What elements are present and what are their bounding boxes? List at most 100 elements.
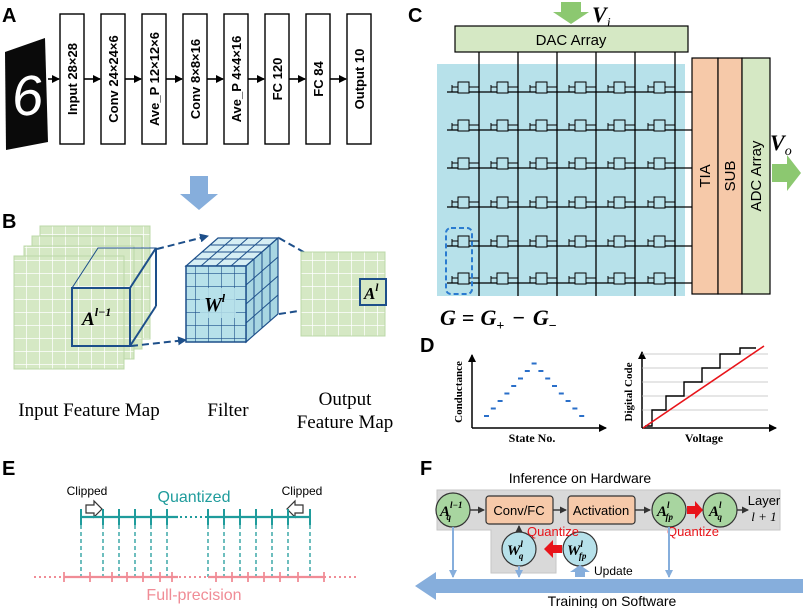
memristor-cell [647, 81, 675, 94]
conductance-equation: G=G+−G− [440, 305, 557, 334]
memristor-cell [529, 81, 557, 94]
memristor-cell [647, 235, 675, 248]
quantize-arrow-activation [687, 501, 703, 519]
memristor-cell [451, 157, 479, 170]
quantized-axis [80, 509, 311, 577]
layer-box-0 [59, 13, 85, 145]
layer-box-5 [264, 13, 290, 145]
filter-sup: l [222, 291, 226, 305]
memristor-cell [568, 235, 596, 248]
down-arrow-a-to-b [180, 176, 218, 210]
aq-output-sup: l [719, 500, 722, 510]
mnist-digit: 6 [8, 62, 46, 128]
input-feature-map-caption: Input Feature Map [18, 400, 159, 421]
differential-pair-highlight [445, 227, 473, 295]
panel-label-d: D [420, 335, 434, 357]
panel-label-c: C [408, 5, 422, 27]
output-sup: l [375, 282, 379, 294]
vo-sub: o [785, 144, 792, 159]
wfp-sup: l [580, 539, 583, 549]
layer-label-5: FC 120 [270, 58, 285, 101]
panel-label-f: F [420, 458, 432, 480]
panel-a: 6 Input 28×28 Conv 24×24×6 Ave_P 12×12×6 Co… [5, 13, 372, 150]
dashed-arrow-bottom [130, 336, 187, 347]
output-caption-line2: Feature Map [297, 412, 394, 433]
svg-text:Alq: Alq [708, 500, 723, 522]
voltage-axis-label: Voltage [685, 431, 724, 445]
vo-arrow [772, 155, 801, 191]
memristor-cell [607, 235, 635, 248]
output-feature-map: Al [300, 251, 387, 337]
adc-array-label: ADC Array [748, 140, 765, 211]
inference-label: Inference on Hardware [509, 470, 652, 486]
filter-cube: Wl [184, 236, 280, 344]
svg-text:Wl: Wl [204, 291, 226, 316]
layer-box-7 [346, 13, 372, 145]
wq-symbol: W [507, 543, 522, 559]
layer-label-4: Ave_P 4×4×16 [229, 36, 244, 123]
afp-symbol: A [656, 504, 667, 520]
memristor-cell [568, 157, 596, 170]
input-symbol: A [81, 309, 95, 330]
clipped-right-arrow [286, 499, 304, 519]
quantize-label-weights: Quantize [527, 524, 579, 539]
digital-code-axis-label: Digital Code [623, 362, 635, 421]
dashed-arrow-top [156, 233, 209, 250]
memristor-cell [529, 157, 557, 170]
layer-label-2: Ave_P 12×12×6 [147, 32, 162, 126]
layer-box-4 [223, 13, 249, 145]
afp-sup: l [667, 500, 670, 510]
update-arrow [570, 565, 590, 577]
layer-label-1: Conv 24×24×6 [106, 35, 121, 122]
panel-c: Vi DAC Array TIA SUB ADC Array Vo G=G+−G… [437, 2, 801, 334]
memristor-cell [568, 196, 596, 209]
memristor-cell [490, 235, 518, 248]
training-label: Training on Software [548, 593, 677, 608]
wfp-symbol: W [567, 543, 582, 559]
panel-e: Clipped Clipped Quantized Full-precision [34, 484, 356, 604]
crossbar-array [447, 52, 692, 296]
crossbar-background [437, 64, 685, 296]
conductance-axis-label: Conductance [453, 361, 465, 423]
vi-arrow [553, 2, 589, 24]
layer-label-7: Output 10 [352, 49, 367, 110]
memristor-cell [490, 119, 518, 132]
activation-label: Activation [573, 503, 629, 518]
memristor-cell [490, 157, 518, 170]
wfp-sub: fp [579, 551, 587, 561]
input-sup: l−1 [95, 305, 112, 319]
memristor-cell [451, 196, 479, 209]
layer-label-3: Conv 8×8×16 [188, 39, 203, 119]
svg-text:Al−1q: Al−1q [439, 500, 462, 522]
memristor-cell [490, 196, 518, 209]
layer-stack: Input 28×28 Conv 24×24×6 Ave_P 12×12×6 Conv… [48, 13, 372, 145]
memristor-cell [529, 272, 557, 285]
quantized-label: Quantized [158, 489, 231, 506]
full-precision-axis [34, 572, 356, 582]
sub-label: SUB [722, 161, 739, 192]
memristor-cell [451, 119, 479, 132]
memristor-cell [607, 272, 635, 285]
output-caption-line1: Output [319, 389, 373, 410]
output-symbol: A [363, 284, 375, 303]
panel-b: Al−1 Wl [13, 225, 394, 433]
layer-label-6: FC 84 [311, 61, 326, 97]
memristor-cell [607, 196, 635, 209]
memristor-cell [607, 119, 635, 132]
clipped-left-arrow [85, 499, 103, 519]
memristor-cell [451, 235, 479, 248]
adc-ideal-line [642, 345, 765, 429]
aq-input-sup: l−1 [450, 500, 462, 510]
layer-label-0: Input 28×28 [65, 43, 80, 115]
filter-caption: Filter [207, 400, 249, 421]
layer-box-2 [141, 13, 167, 145]
vi-sub: i [607, 16, 611, 31]
mnist-digit-image: 6 [5, 38, 48, 150]
layer-label-line1: Layer [748, 493, 781, 508]
svg-text:Vo: Vo [770, 130, 792, 159]
panel-label-a: A [2, 5, 16, 27]
svg-text:Wlq: Wlq [507, 539, 524, 561]
